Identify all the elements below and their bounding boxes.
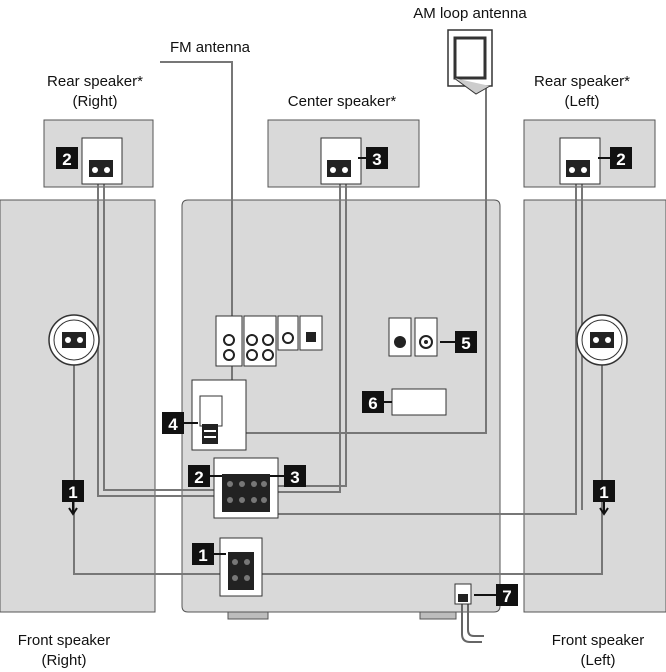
svg-text:7: 7 — [502, 587, 511, 606]
front-left-label-2: (Left) — [580, 652, 615, 669]
svg-text:2: 2 — [194, 468, 203, 487]
center-label: Center speaker* — [288, 93, 397, 110]
audio-jack-panel — [215, 315, 323, 367]
front-right-speaker-wire — [73, 346, 244, 575]
svg-text:6: 6 — [368, 394, 377, 413]
badge-1-unit: 1 — [192, 543, 226, 565]
front-right-label-1: Front speaker — [18, 632, 111, 649]
rear-right-terminal — [81, 137, 123, 185]
front-left-label-1: Front speaker — [552, 632, 645, 649]
rear-right-label-1: Rear speaker* — [47, 73, 143, 90]
svg-text:3: 3 — [372, 150, 381, 169]
am-loop-antenna — [447, 29, 493, 95]
badge-4: 4 — [162, 412, 198, 434]
rear-left-label-2: (Left) — [564, 93, 599, 110]
badge-2-unit: 2 — [188, 465, 222, 487]
badge-2-rear-right: 2 — [56, 147, 78, 169]
label-plate — [391, 388, 447, 416]
badge-1-front-right: 1 — [62, 480, 84, 516]
antenna-terminal-panel — [191, 379, 247, 451]
front-speaker-terminal-panel — [219, 537, 263, 597]
front-left-terminal — [576, 314, 628, 366]
rear-left-terminal — [559, 137, 601, 185]
svg-text:5: 5 — [461, 334, 470, 353]
front-speaker-left-cabinet — [523, 199, 666, 613]
svg-text:4: 4 — [168, 415, 178, 434]
badge-6: 6 — [362, 391, 392, 413]
badge-7: 7 — [474, 584, 518, 606]
am-antenna-wire — [226, 84, 487, 434]
svg-text:2: 2 — [62, 150, 71, 169]
center-terminal — [320, 137, 362, 185]
badge-3-center: 3 — [358, 147, 388, 169]
badge-2-rear-left: 2 — [598, 147, 632, 169]
svg-text:3: 3 — [290, 468, 299, 487]
power-inlet — [454, 583, 472, 605]
front-left-speaker-wire — [262, 346, 603, 575]
front-right-label-2: (Right) — [41, 652, 86, 669]
badge-3-unit: 3 — [270, 465, 306, 487]
front-right-terminal — [48, 314, 100, 366]
svg-text:1: 1 — [599, 483, 608, 502]
svg-text:1: 1 — [198, 546, 207, 565]
svg-text:1: 1 — [68, 483, 77, 502]
am-antenna-label: AM loop antenna — [413, 5, 527, 22]
rear-left-label-1: Rear speaker* — [534, 73, 630, 90]
video-jack-panel — [388, 317, 438, 357]
speaker-terminal-panel — [213, 457, 279, 519]
svg-text:2: 2 — [616, 150, 625, 169]
power-cord — [461, 594, 482, 643]
badge-5: 5 — [440, 331, 477, 353]
rear-right-label-2: (Right) — [72, 93, 117, 110]
fm-antenna-label: FM antenna — [170, 39, 251, 56]
front-speaker-right-cabinet — [0, 199, 156, 613]
badge-1-front-left: 1 — [593, 480, 615, 516]
